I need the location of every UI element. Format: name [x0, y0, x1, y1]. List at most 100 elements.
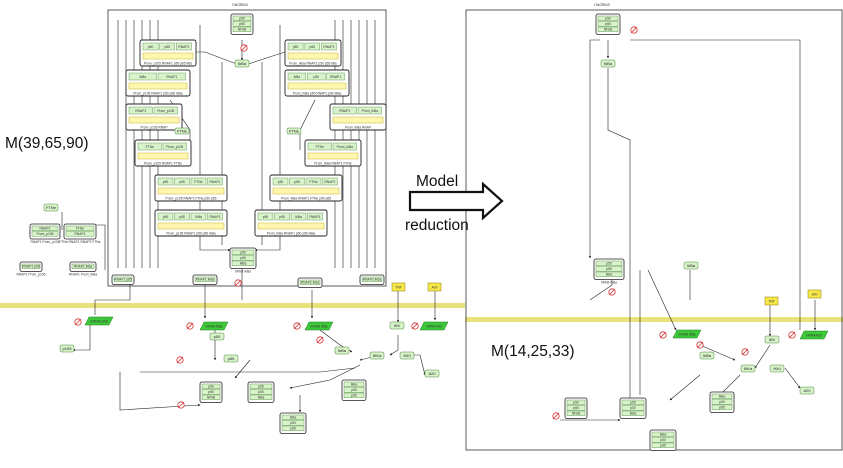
full-left-ftne[interactable]: FTNe: [43, 203, 59, 212]
reduced-hub-nfkb-complex-unit-label: p65: [605, 22, 611, 26]
reduced-input-a20-label: A20: [812, 293, 818, 297]
full-cyto-ikba-label: IkBa: [338, 348, 347, 353]
full-membrane-rnap-ikba[interactable]: RNAP1 IkBa: [192, 274, 218, 285]
full-model-compartment: [107, 9, 387, 287]
reduced-nuclear-ikba[interactable]: IkBa: [600, 59, 616, 68]
full-cyto-nfkb-unit: [201, 383, 221, 389]
full-mrna-p105-degradation-slash: [74, 318, 82, 326]
reduced-ikk[interactable]: IKK: [764, 335, 780, 344]
reduced-hub-nfkb-complex-unit: [597, 15, 619, 21]
full-p50[interactable]: p50: [209, 332, 225, 341]
full-mrna-ikba-b[interactable]: mRNA IkBa: [304, 321, 334, 331]
full-nuclear-ikba[interactable]: IkBa: [234, 59, 250, 68]
reduced-ikki[interactable]: IKKi: [769, 364, 785, 373]
reduced-model-size-label: M(14,25,33): [491, 343, 575, 360]
full-membrane-rnap2-ikba-b[interactable]: RNAP2 IkBa: [359, 274, 385, 285]
full-ftne-left-shape: [174, 127, 190, 135]
full-cyto-ikba-nfkb-unit: [343, 381, 365, 387]
full-promoter-complex-4-unit-label: p50: [313, 75, 319, 79]
reduced-cyto-ikba[interactable]: IkBa: [699, 351, 715, 360]
reduced-input-a20[interactable]: A20: [807, 289, 822, 299]
reduced-input-tnf[interactable]: TNF: [764, 296, 779, 306]
full-mrna-p105[interactable]: mRNA p105: [84, 316, 114, 326]
reduced-ikka[interactable]: IKKa: [740, 364, 756, 373]
full-promoter-complex-2-unit-label: p65: [309, 45, 315, 49]
full-ftne-right[interactable]: FTNe: [286, 127, 302, 135]
reduced-a20[interactable]: A20: [799, 386, 815, 395]
full-ikk[interactable]: IKK: [389, 321, 405, 330]
full-promoter-complex-10-caption: Prom_IkBa RNAP1 FTNe p50 p65: [281, 197, 331, 201]
full-nuclear-nfkb-ikba-complex-unit: [231, 255, 255, 261]
full-promoter-complex-9-unit-label: RNAP1: [210, 180, 221, 184]
full-mrna-ikba[interactable]: mRNA IkBa: [199, 321, 229, 331]
full-left-prom-ikba-unit: [65, 231, 95, 237]
full-promoter-complex-3-caption: Prom_p105 RNAP1 p50 p65 IkBa: [133, 92, 182, 96]
full-input-a20[interactable]: A20: [427, 282, 442, 292]
reduced-ikba-transport[interactable]: IkBa: [683, 261, 699, 270]
reduced-mrna-ikba[interactable]: mRNA IkBa: [672, 329, 702, 339]
full-promoter-complex-12-unit: [307, 212, 323, 221]
full-ikka[interactable]: IKKa: [369, 351, 385, 360]
full-cyto-ikba[interactable]: IkBa: [334, 346, 350, 355]
full-mrna-p105-shape: [84, 316, 114, 326]
full-promoter-complex-9-unit-label: p50: [163, 180, 169, 184]
full-cyto-nfkb-unit-label: p50: [208, 385, 214, 389]
full-p65-label: p65: [228, 356, 235, 361]
full-promoter-complex-9-caption: Prom_p105 RNAP1 FTNe p50 p65: [166, 197, 217, 201]
reduced-nuclear-ikba-shape: [600, 59, 616, 68]
reduced-nuclear-nfkb-ikba-complex-unit: [595, 260, 623, 266]
full-membrane-rnap2-ikba[interactable]: RNAP2 IkBa: [297, 277, 323, 288]
reduced-mrna-ikba-degradation: [659, 331, 667, 339]
reduced-mrna-a20[interactable]: mRNA A20: [799, 330, 829, 340]
full-cyto-ikba-complex-b-unit: [281, 420, 305, 426]
full-ikka-shape: [369, 351, 385, 360]
full-p65[interactable]: p65: [223, 354, 239, 363]
full-membrane-rnap-p65[interactable]: RNAP1 p65: [111, 274, 135, 285]
full-membrane-rnap2-ikba-unit: [299, 279, 321, 285]
full-ftne-left[interactable]: FTNe: [174, 127, 190, 135]
full-p105[interactable]: p105: [59, 344, 75, 353]
full-input-tnf[interactable]: TNF: [391, 282, 406, 292]
full-promoter-complex-12-unit-label: p65: [279, 215, 285, 219]
full-promoter-complex-7-unit-label: Prom_p105: [166, 145, 183, 149]
full-ikki[interactable]: IKKi: [399, 351, 415, 360]
full-promoter-complex-12-unit: [257, 212, 274, 221]
reduced-a20-shape: [799, 386, 815, 395]
full-mrna-a20[interactable]: mRNA A20: [419, 321, 449, 331]
r-edge-ikba-down: [607, 68, 632, 401]
full-left-rnap-p105-caption: RNAP1 Prom_p105: [17, 273, 46, 277]
full-hub-nfkb-complex-unit: [232, 21, 252, 27]
reduced-mrna-ikba-shape: [672, 329, 702, 339]
full-promoter-complex-7-caption: Prom_p105 RNAP1 FTNe: [144, 162, 182, 166]
full-promoter-complex-10-unit: [289, 177, 305, 186]
full-a20[interactable]: A20: [424, 369, 440, 378]
